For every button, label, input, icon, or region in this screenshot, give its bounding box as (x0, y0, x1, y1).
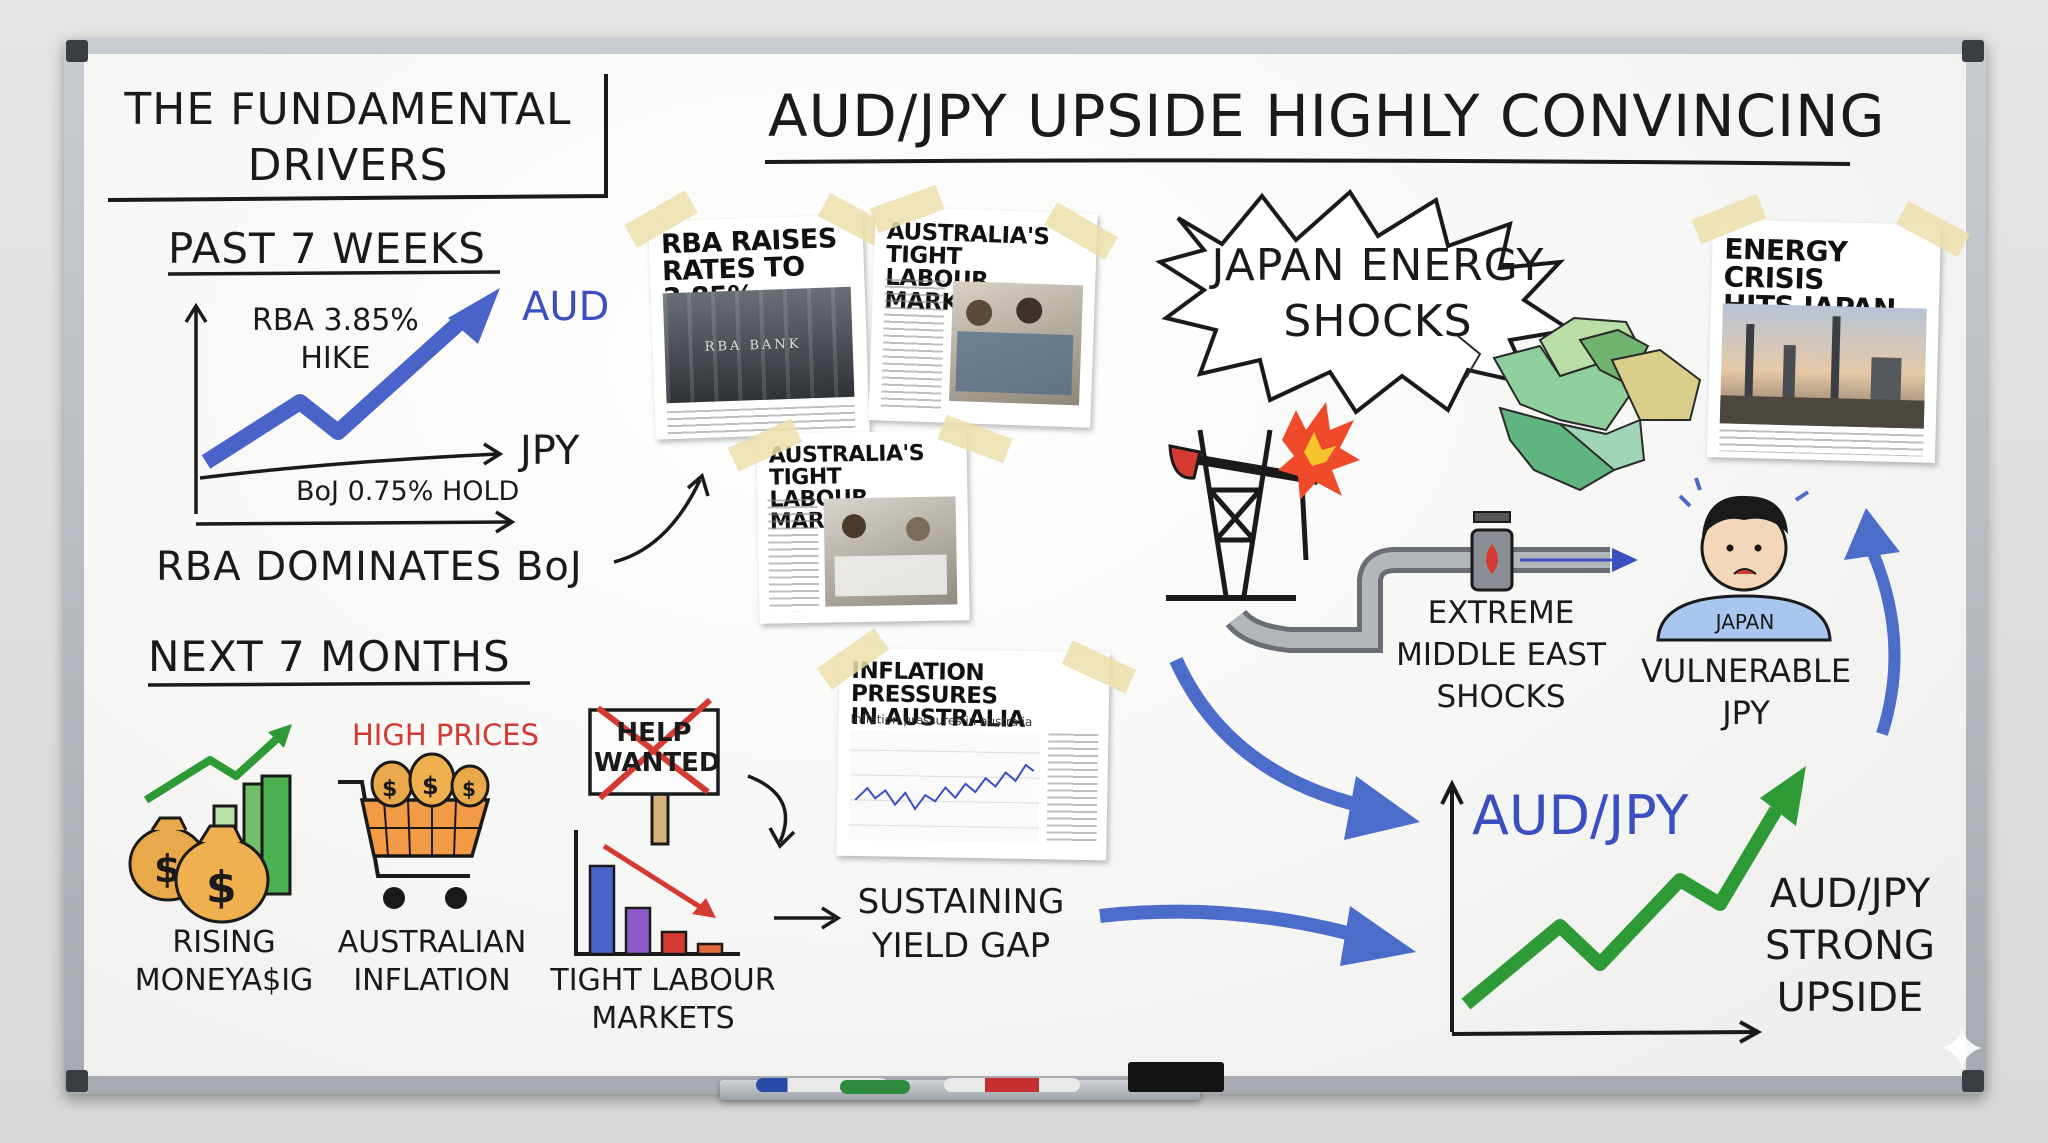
frame-corner (1962, 1070, 1984, 1092)
boj-hold-note: BoJ 0.75% HOLD (296, 476, 520, 507)
help-wanted-sign (588, 697, 720, 846)
sign-to-bars-arrow (747, 774, 788, 843)
audjpy-strong-upside-label: AUD/JPY STRONG UPSIDE (1764, 871, 1936, 1021)
drivers-heading-box (107, 74, 608, 202)
svg-text:$: $ (206, 862, 237, 913)
sustaining-yield-gap-label: SUSTAINING YIELD GAP (857, 882, 1065, 966)
past-weeks-underline (167, 270, 501, 276)
svg-text:$: $ (462, 777, 476, 801)
svg-text:$: $ (422, 772, 439, 800)
person-shirt-text: JAPAN (1715, 610, 1775, 634)
dominates-arrow (613, 479, 702, 564)
middle-east-map (1457, 316, 1702, 492)
title-underline (764, 158, 1851, 166)
clipping-text-lines (666, 404, 856, 436)
tight-labour-label: TIGHT LABOUR MARKETS (550, 963, 776, 1036)
next-months-heading: NEXT 7 MONTHS (148, 632, 511, 681)
audjpy-result-chart (1440, 766, 1806, 1044)
pipeline-drawing (1225, 511, 1638, 653)
clipping-text-lines (1046, 733, 1099, 845)
audjpy-chart-label: AUD/JPY (1472, 784, 1689, 847)
frame-corner (66, 1070, 88, 1092)
green-marker[interactable] (840, 1080, 910, 1094)
clipping-text-lines (1719, 429, 1924, 457)
australian-inflation-label: AUSTRALIAN INFLATION (337, 925, 527, 998)
vulnerable-jpy-label: VULNERABLE JPY (1640, 652, 1852, 732)
red-marker[interactable] (944, 1078, 1080, 1092)
aud-label: AUD (522, 284, 610, 330)
clipping-energy-crisis: ENERGY CRISISHITS JAPAN (1706, 219, 1942, 463)
aud-arrowhead (448, 288, 500, 344)
clipping-text-lines (880, 278, 946, 411)
jpy-label: JPY (520, 428, 580, 474)
past-weeks-chart (184, 302, 516, 534)
high-prices-label: HIGH PRICES (352, 718, 540, 752)
shock-to-audjpy-arrow (1169, 657, 1382, 817)
board-title: AUD/JPY UPSIDE HIGHLY CONVINCING (768, 82, 1886, 150)
drivers-heading: THE FUNDAMENTAL DRIVERS (124, 84, 572, 191)
rba-dominates-boj: RBA DOMINATES BoJ (156, 544, 583, 590)
yield-to-audjpy-arrow (1099, 904, 1383, 949)
upside-curve-arrow (1864, 543, 1901, 736)
rba-building-photo: RBA BANK (662, 286, 855, 404)
frame-corner (66, 40, 88, 62)
board-eraser[interactable] (1128, 1062, 1224, 1092)
meeting-photo (823, 496, 958, 607)
rising-money-drawing: $ $ (128, 724, 292, 924)
help-wanted-text: HELP WANTED (594, 718, 721, 778)
clipping-text-lines (767, 498, 820, 612)
labour-bars-drawing (574, 830, 740, 956)
inflation-mini-chart (848, 729, 1041, 844)
past-weeks-heading: PAST 7 WEEKS (168, 224, 486, 273)
shopping-cart-drawing: $ $ $ (338, 752, 491, 909)
next-months-underline (147, 681, 531, 687)
japan-energy-shocks-label: JAPAN ENERGY SHOCKS (1211, 240, 1545, 347)
middle-east-shocks-label: EXTREME MIDDLE EAST SHOCKS (1396, 595, 1606, 715)
workers-photo (949, 280, 1084, 406)
worried-person-drawing (1656, 477, 1832, 642)
jpy-line (199, 452, 499, 480)
aud-rising-line (201, 316, 466, 469)
svg-text:$: $ (382, 777, 397, 802)
frame-corner (1962, 40, 1984, 62)
rba-hike-note: RBA 3.85% HIKE (252, 303, 419, 376)
oil-pumpjack-drawing (1166, 402, 1360, 601)
refinery-photo (1719, 303, 1927, 429)
rising-money-label: RISING MONEYA$IG (134, 925, 314, 998)
